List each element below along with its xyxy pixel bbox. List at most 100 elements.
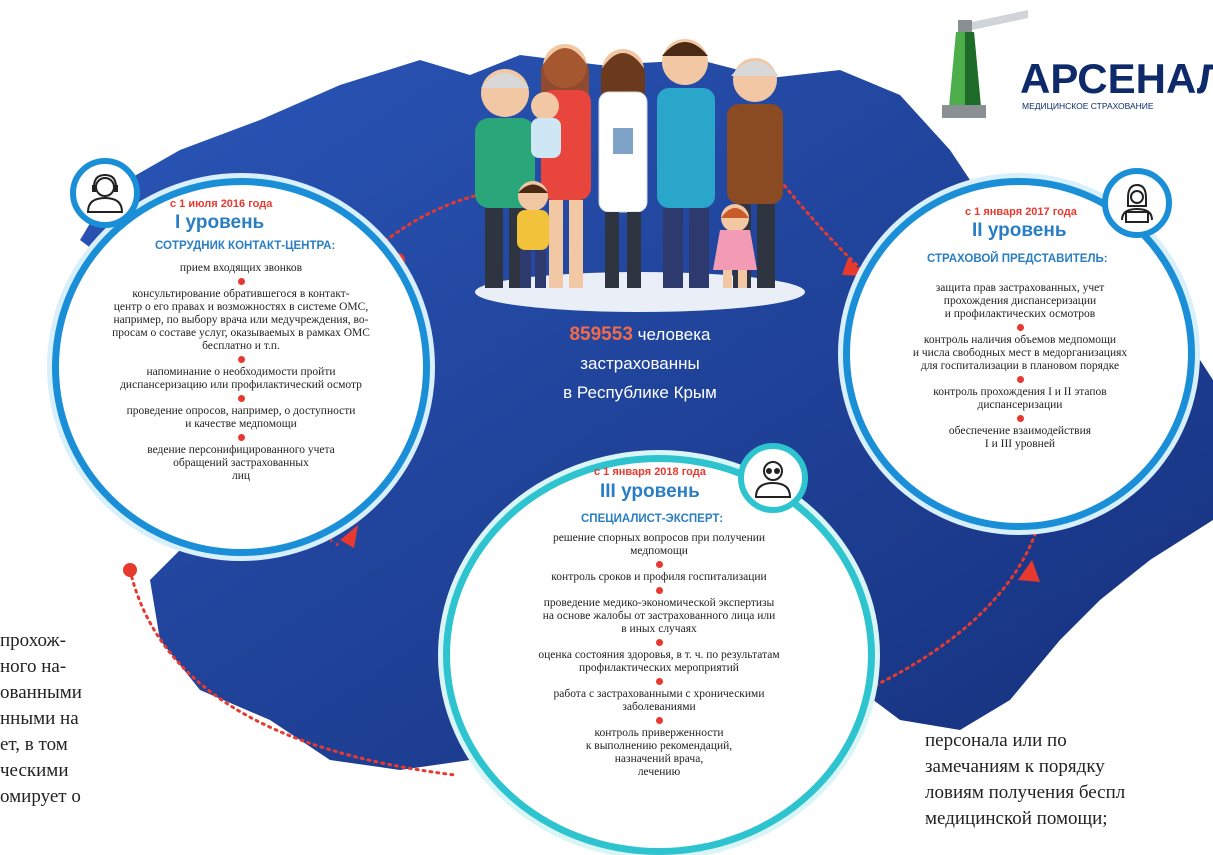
duty-line: заболеваниями bbox=[622, 701, 696, 713]
article-line: ованными bbox=[0, 682, 82, 703]
level-2-role: СТРАХОВОЙ ПРЕДСТАВИТЕЛЬ: bbox=[927, 253, 1108, 265]
duty-line: и профилактических осмотров bbox=[944, 308, 1096, 320]
article-line: ет, в том bbox=[0, 734, 68, 755]
duty-line: контроль приверженности bbox=[594, 727, 724, 739]
duty-line: и числа свободных мест в медорганизациях bbox=[912, 347, 1128, 359]
bullet-dot bbox=[237, 395, 245, 402]
level-2-title: II уровень bbox=[972, 220, 1067, 241]
connector-arrow bbox=[842, 258, 866, 276]
bullet-dot bbox=[237, 278, 245, 285]
article-line: нными на bbox=[0, 708, 79, 729]
insured-line2: застрахованны bbox=[580, 354, 700, 373]
level-1-role: СОТРУДНИК КОНТАКТ-ЦЕНТРА: bbox=[155, 240, 336, 252]
level-1-avatar bbox=[70, 158, 140, 228]
level-3-title: III уровень bbox=[600, 481, 700, 502]
level-3-avatar bbox=[738, 443, 808, 513]
article-line: персонала или по bbox=[925, 730, 1067, 751]
bullet-dot bbox=[655, 587, 663, 594]
bullet-dot bbox=[1016, 324, 1024, 331]
duty-line: профилактических мероприятий bbox=[579, 662, 739, 674]
level-1-title: I уровень bbox=[175, 212, 265, 233]
bullet-dot bbox=[1016, 415, 1024, 422]
person-girl bbox=[713, 204, 757, 288]
duty-line: к выполнению рекомендаций, bbox=[585, 740, 733, 752]
duty-line: решение спорных вопросов при получении bbox=[552, 532, 766, 544]
duty-line: например, по выбору врача или медучрежде… bbox=[113, 314, 369, 326]
duty-line: оценка состояния здоровья, в т. ч. по ре… bbox=[538, 649, 780, 661]
level-1-circle bbox=[52, 178, 430, 556]
duty-line: контроль наличия объемов медпомощи bbox=[923, 334, 1117, 346]
duty-line: работа с застрахованными с хроническими bbox=[553, 688, 765, 700]
duty-line: в иных случаях bbox=[621, 623, 697, 635]
article-line: ческими bbox=[0, 760, 69, 781]
article-line: медицинской помощи; bbox=[925, 808, 1108, 829]
duty-line: проведение медико-экономической эксперти… bbox=[543, 597, 775, 609]
duty-line: диспансеризацию или профилактический осм… bbox=[120, 379, 362, 391]
bullet-dot bbox=[237, 434, 245, 441]
article-line: ного на- bbox=[0, 656, 67, 677]
duty-line: ведение персонифицированного учета bbox=[147, 444, 335, 456]
duty-line: защита прав застрахованных, учет bbox=[935, 282, 1105, 294]
level-1-duties: прием входящих звонков консультирование о… bbox=[80, 262, 402, 483]
connector-arrow bbox=[1018, 560, 1040, 582]
connector-dot bbox=[123, 563, 137, 577]
insured-count: 859553 bbox=[569, 324, 633, 345]
connector-1-3b bbox=[279, 503, 339, 547]
person-mother bbox=[541, 44, 591, 288]
insured-line3: в Республике Крым bbox=[563, 383, 717, 402]
person-boy bbox=[517, 181, 549, 288]
article-line: замечаниям к порядку bbox=[925, 756, 1105, 777]
expert-glasses-icon bbox=[754, 461, 792, 498]
level-2-avatar bbox=[1102, 168, 1172, 238]
logo-title: АРСЕНАЛ bbox=[1020, 55, 1213, 102]
bullet-dot bbox=[237, 356, 245, 363]
duty-line: контроль прохождения I и II этапов bbox=[933, 386, 1107, 398]
insured-count-unit: человека bbox=[637, 325, 711, 344]
insured-count-block: 859553 человека застрахованны в Республи… bbox=[540, 320, 740, 407]
duty-line: обращений застрахованных bbox=[173, 457, 309, 469]
article-line: омирует о bbox=[0, 786, 81, 807]
duty-line: центр о его правах и возможностях в сист… bbox=[113, 301, 369, 313]
duty-line: медпомощи bbox=[630, 545, 688, 557]
article-text-right: персонала или по замечаниям к порядку лови… bbox=[925, 728, 1213, 832]
level-3-date: с 1 января 2018 года bbox=[594, 466, 706, 478]
level-1-date: с 1 июля 2016 года bbox=[170, 198, 273, 210]
level-3-circle bbox=[443, 455, 875, 855]
connector-people-2 bbox=[778, 178, 862, 270]
person-doctor bbox=[598, 49, 648, 288]
article-text-left: прохож-ного на-ованными нными на ет, в том… bbox=[0, 628, 160, 810]
bullet-dot bbox=[655, 717, 663, 724]
lighthouse-logo-icon bbox=[942, 10, 1028, 118]
operator-headset-icon bbox=[86, 173, 124, 213]
level-3-role: СПЕЦИАЛИСТ-ЭКСПЕРТ: bbox=[581, 513, 724, 525]
article-line: прохож- bbox=[0, 630, 66, 651]
duty-line: прохождения диспансеризации bbox=[943, 295, 1097, 307]
level-2-date: с 1 января 2017 года bbox=[965, 206, 1077, 218]
bullet-dot bbox=[655, 678, 663, 685]
duty-line: лечению bbox=[637, 766, 681, 778]
duty-line: просам о составе услуг, оказываемых в ра… bbox=[112, 327, 370, 339]
duty-line: проведение опросов, например, о доступно… bbox=[126, 405, 356, 417]
duty-line: обеспечение взаимодействия bbox=[948, 425, 1092, 437]
article-line: ловиям получения беспл bbox=[925, 782, 1126, 803]
bullet-dot bbox=[1016, 376, 1024, 383]
duty-line: консультирование обратившегося в контакт… bbox=[132, 288, 350, 300]
duty-line: контроль сроков и профиля госпитализации bbox=[551, 571, 767, 583]
duty-line: лиц bbox=[231, 470, 251, 482]
bullet-dot bbox=[655, 639, 663, 646]
duty-line: бесплатно и т.п. bbox=[202, 340, 280, 352]
duty-line: на основе жалобы от застрахованного лица… bbox=[542, 610, 776, 622]
connector-1-people bbox=[378, 190, 492, 247]
duty-line: для госпитализации в плановом порядке bbox=[920, 360, 1120, 372]
connector-1-3 bbox=[128, 568, 457, 777]
duty-line: I и III уровней bbox=[984, 438, 1056, 450]
connector-arrow bbox=[340, 525, 358, 548]
representative-laptop-icon bbox=[1121, 183, 1153, 223]
logo-subtitle: МЕДИЦИНСКОЕ СТРАХОВАНИЕ bbox=[1022, 101, 1154, 111]
duty-line: назначений врача, bbox=[614, 753, 704, 765]
infographic: 859553 человека застрахованны в Республи… bbox=[0, 10, 1213, 855]
person-father bbox=[657, 39, 715, 288]
duty-line: прием входящих звонков bbox=[179, 262, 303, 274]
